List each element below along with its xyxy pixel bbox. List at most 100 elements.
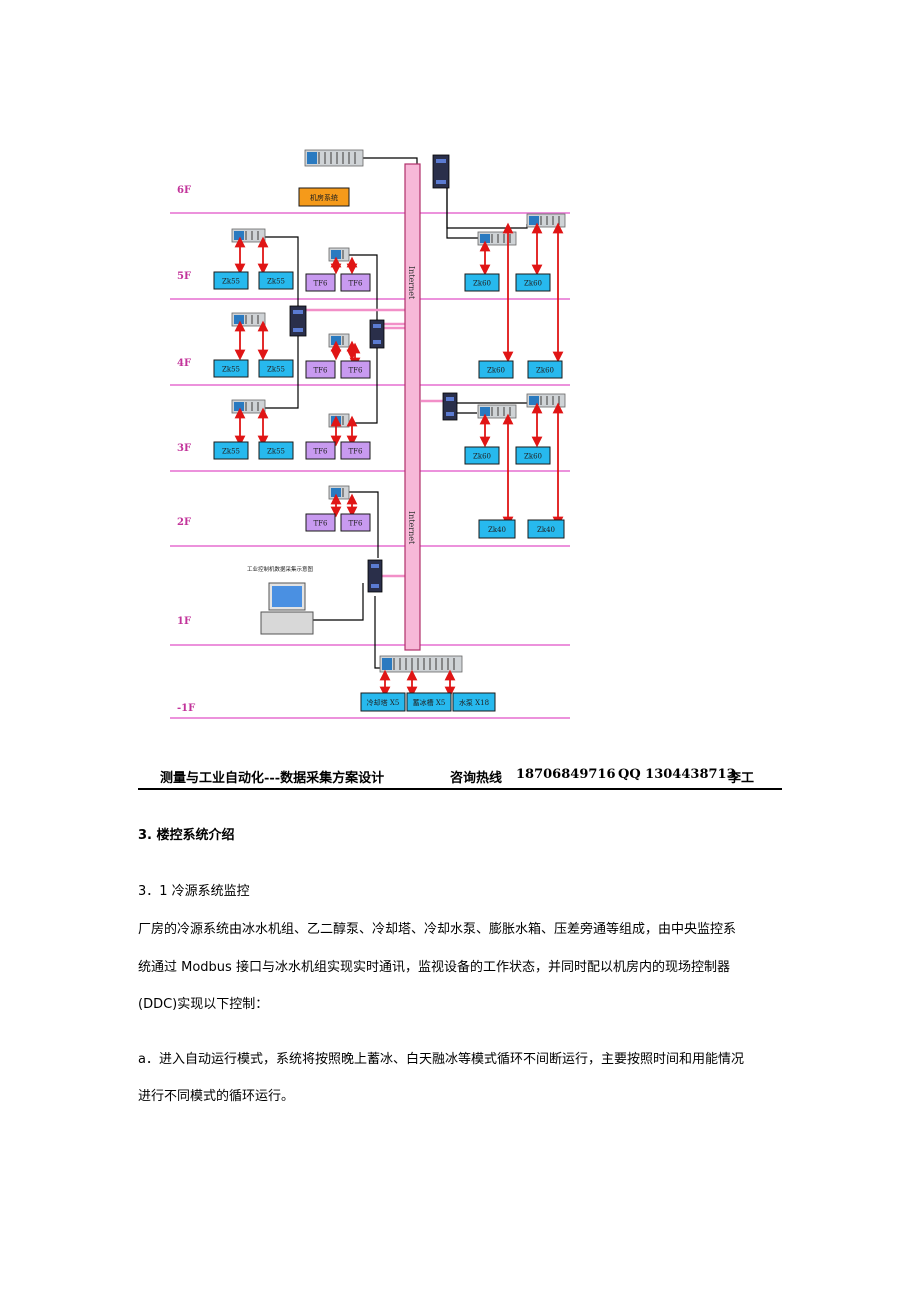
- paragraph-1-line-3: (DDC)实现以下控制：: [138, 997, 269, 1012]
- workstation-caption: 工业控制机数据采集示意图: [247, 565, 314, 573]
- monitor-screen: [272, 586, 302, 607]
- controller-power-module: [234, 402, 244, 411]
- floor-label: 5F: [177, 271, 191, 282]
- footer-phone: 18706849716: [516, 767, 616, 782]
- zk60-box: [515, 446, 551, 465]
- footer-qq: QQ 1304438713: [618, 767, 736, 782]
- tf6-box-label: TF6: [349, 280, 364, 288]
- controller-power-module: [529, 396, 539, 405]
- zk60-box: [527, 360, 563, 379]
- zk60-box: [478, 360, 514, 379]
- zk60-box-label: Zk60: [487, 367, 505, 375]
- footer-contact: 李工: [728, 771, 755, 786]
- tf6-box: [340, 441, 371, 460]
- controller-power-module: [331, 336, 341, 345]
- tf6-box-label: TF6: [314, 448, 329, 456]
- internet-bus-label: Internet: [407, 266, 416, 300]
- ice-storage-box: [406, 692, 452, 712]
- controller-power-module: [331, 488, 341, 497]
- zk60-box-label: Zk60: [473, 280, 491, 288]
- zk55-box-label: Zk55: [267, 448, 285, 456]
- tf6-box-label: TF6: [314, 520, 329, 528]
- tf6-box: [340, 273, 371, 292]
- network-switch-port: [371, 584, 379, 588]
- network-switch-port: [293, 310, 303, 314]
- subsection-heading: 3．1 冷源系统监控: [138, 884, 250, 899]
- zk60-box: [464, 273, 500, 292]
- zk55-box: [258, 359, 294, 378]
- machine-room-box-label: 机房系统: [310, 193, 338, 202]
- zk55-box: [213, 271, 249, 290]
- tf6-box-label: TF6: [349, 520, 364, 528]
- network-cable: [265, 236, 299, 308]
- tf6-box: [305, 273, 336, 292]
- zk60-box: [464, 446, 500, 465]
- pump-box: [452, 692, 496, 712]
- internet-bus-label: Internet: [407, 511, 416, 545]
- machine-room-box: [298, 187, 350, 207]
- zk60-box-label: Zk60: [524, 280, 542, 288]
- tf6-box-label: TF6: [314, 367, 329, 375]
- tf6-box: [340, 360, 371, 379]
- footer-hotline-label: 咨询热线: [450, 771, 503, 786]
- floor-label: -1F: [177, 703, 195, 714]
- zk55-box: [258, 441, 294, 460]
- zk55-box-label: Zk55: [267, 278, 285, 286]
- paragraph-1-line-1: 厂房的冷源系统由冰水机组、乙二醇泵、冷却塔、冷却水泵、膨胀水箱、压差旁通等组成，…: [138, 922, 737, 937]
- network-switch-port: [373, 340, 381, 344]
- zk40-box-label: Zk40: [488, 526, 506, 534]
- tf6-box-label: TF6: [314, 280, 329, 288]
- controller-power-module: [529, 216, 539, 225]
- tf6-box-label: TF6: [349, 448, 364, 456]
- pump-box-label: 水泵 X18: [459, 698, 489, 707]
- cooling-tower-box: [360, 692, 406, 712]
- controller-power-module: [480, 234, 490, 243]
- tf6-box: [340, 513, 371, 532]
- network-cable: [307, 583, 364, 621]
- paragraph-1-line-2: 统通过 Modbus 接口与冰水机组实现实时通讯，监视设备的工作状态，并同时配以…: [138, 960, 730, 975]
- zk60-box-label: Zk60: [473, 453, 491, 461]
- zk60-box-label: Zk60: [536, 367, 554, 375]
- floor-label: 3F: [177, 443, 191, 454]
- zk55-box-label: Zk55: [267, 366, 285, 374]
- ice-storage-box-label: 蓄冰槽 X5: [413, 698, 446, 707]
- network-switch-port: [371, 564, 379, 568]
- network-cable: [363, 157, 418, 166]
- network-cable: [374, 596, 380, 669]
- zk40-box: [527, 519, 565, 539]
- floor-label: 4F: [177, 358, 191, 369]
- pc-chassis: [260, 611, 314, 635]
- network-switch: [432, 154, 450, 189]
- zk40-box: [478, 519, 516, 539]
- section-heading: 3. 楼控系统介绍: [138, 828, 235, 843]
- floor-label: 2F: [177, 517, 191, 528]
- floor-label: 6F: [177, 185, 191, 196]
- network-cable: [345, 491, 379, 558]
- tf6-box: [305, 513, 336, 532]
- network-switch-port: [293, 328, 303, 332]
- controller-unit: [379, 655, 463, 673]
- zk60-box-label: Zk60: [524, 453, 542, 461]
- controller-power-module: [331, 250, 341, 259]
- zk55-box: [258, 271, 294, 290]
- zk55-box-label: Zk55: [222, 448, 240, 456]
- tf6-box: [305, 360, 336, 379]
- network-switch-port: [446, 412, 454, 416]
- network-cable: [265, 336, 299, 409]
- controller-power-module: [307, 152, 317, 164]
- network-cable: [345, 254, 378, 328]
- network-switch-port: [436, 180, 446, 184]
- zk40-box-label: Zk40: [537, 526, 555, 534]
- tf6-box-label: TF6: [349, 367, 364, 375]
- zk60-box: [515, 273, 551, 292]
- network-switch-port: [436, 159, 446, 163]
- tf6-box: [305, 441, 336, 460]
- internet-bus: [404, 163, 421, 651]
- controller-power-module: [382, 658, 392, 670]
- paragraph-2-line-1: a．进入自动运行模式，系统将按照晚上蓄冰、白天融冰等模式循环不间断运行，主要按照…: [138, 1052, 744, 1067]
- footer-title: 测量与工业自动化---数据采集方案设计: [160, 771, 385, 786]
- page-footer: 测量与工业自动化---数据采集方案设计 咨询热线 18706849716 QQ …: [138, 762, 782, 790]
- controller-power-module: [234, 231, 244, 240]
- zk55-box-label: Zk55: [222, 366, 240, 374]
